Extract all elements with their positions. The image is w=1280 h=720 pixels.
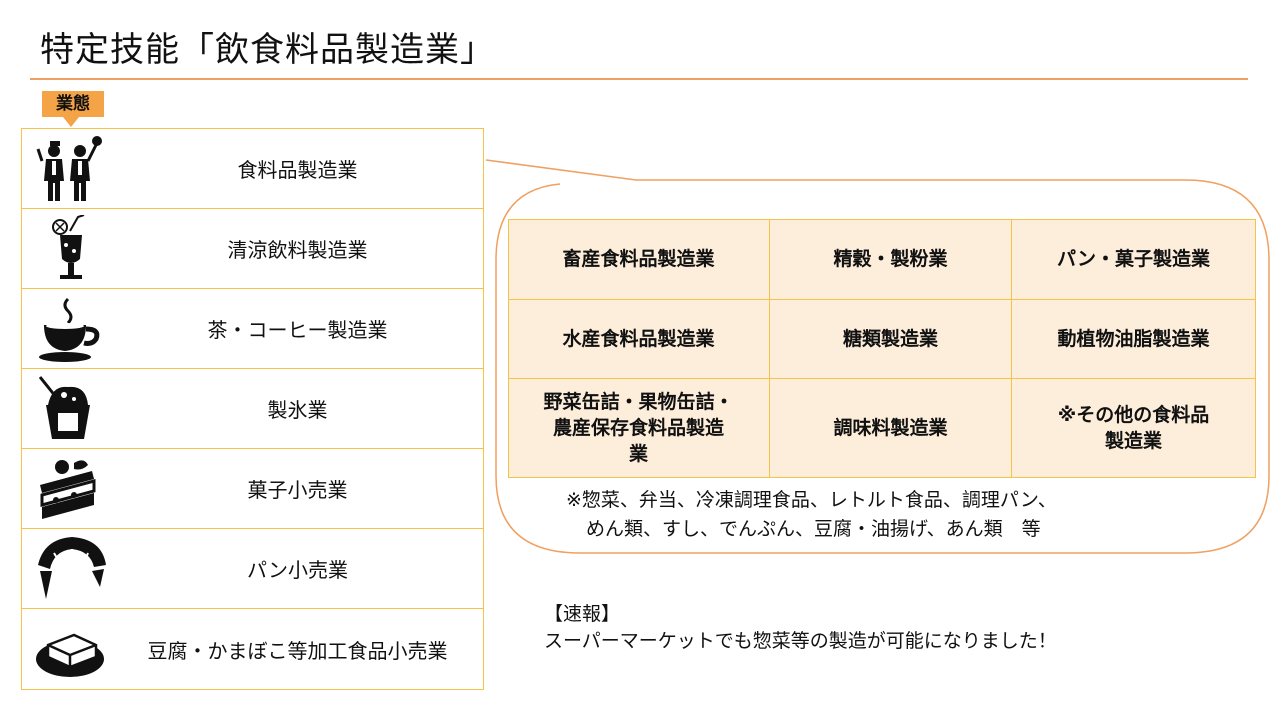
category-label: 菓子小売業 bbox=[247, 478, 348, 502]
category-row: 茶・コーヒー製造業 bbox=[22, 289, 483, 369]
croissant-icon bbox=[34, 535, 108, 603]
category-row: 製氷業 bbox=[22, 369, 483, 449]
grid-cell: パン・菓子製造業 bbox=[1012, 219, 1256, 300]
workers-icon bbox=[34, 135, 108, 203]
tofu-icon bbox=[34, 615, 108, 683]
grid-cell: 野菜缶詰・果物缶詰・ 農産保存食料品製造 業 bbox=[508, 379, 770, 478]
category-row: 豆腐・かまぼこ等加工食品小売業 bbox=[22, 609, 483, 689]
coffee-cup-icon bbox=[34, 295, 108, 363]
grid-cell: 動植物油脂製造業 bbox=[1012, 300, 1256, 379]
grid-cell: 糖類製造業 bbox=[770, 300, 1012, 379]
category-badge: 業態 bbox=[42, 91, 104, 117]
category-label: 清涼飲料製造業 bbox=[227, 238, 368, 262]
category-row: パン小売業 bbox=[22, 529, 483, 609]
page-title: 特定技能「飲食料品製造業」 bbox=[40, 30, 495, 70]
category-label: パン小売業 bbox=[247, 558, 348, 582]
drink-icon bbox=[34, 214, 108, 283]
shaved-ice-icon bbox=[34, 375, 108, 443]
grid-cell: ※その他の食料品 製造業 bbox=[1012, 379, 1256, 478]
badge-pointer bbox=[63, 117, 79, 127]
news-body: スーパーマーケットでも惣菜等の製造が可能になりました！ bbox=[544, 630, 1057, 652]
grid-cell: 調味料製造業 bbox=[770, 379, 1012, 478]
category-row: 食料品製造業 bbox=[22, 129, 483, 209]
cake-icon bbox=[34, 455, 108, 523]
example-note-line1: ※惣菜、弁当、冷凍調理食品、レトルト食品、調理パン、 bbox=[566, 489, 1057, 511]
example-note-line2: めん類、すし、でんぷん、豆腐・油揚げ、あん類 等 bbox=[586, 518, 1041, 540]
subcategory-grid: 畜産食料品製造業 精穀・製粉業 パン・菓子製造業 水産食料品製造業 糖類製造業 … bbox=[508, 219, 1256, 478]
grid-cell: 精穀・製粉業 bbox=[770, 219, 1012, 300]
category-label: 茶・コーヒー製造業 bbox=[207, 318, 388, 342]
grid-cell: 水産食料品製造業 bbox=[508, 300, 770, 379]
grid-cell: 畜産食料品製造業 bbox=[508, 219, 770, 300]
category-label: 豆腐・かまぼこ等加工食品小売業 bbox=[147, 638, 448, 663]
title-divider bbox=[30, 78, 1248, 80]
category-row: 清涼飲料製造業 bbox=[22, 209, 483, 289]
category-label: 製氷業 bbox=[267, 398, 328, 422]
category-list: 食料品製造業 清涼飲料製造業 茶・コーヒー製造業 bbox=[21, 128, 484, 690]
category-row: 菓子小売業 bbox=[22, 449, 483, 529]
category-label: 食料品製造業 bbox=[237, 158, 358, 182]
news-heading: 【速報】 bbox=[544, 603, 621, 625]
